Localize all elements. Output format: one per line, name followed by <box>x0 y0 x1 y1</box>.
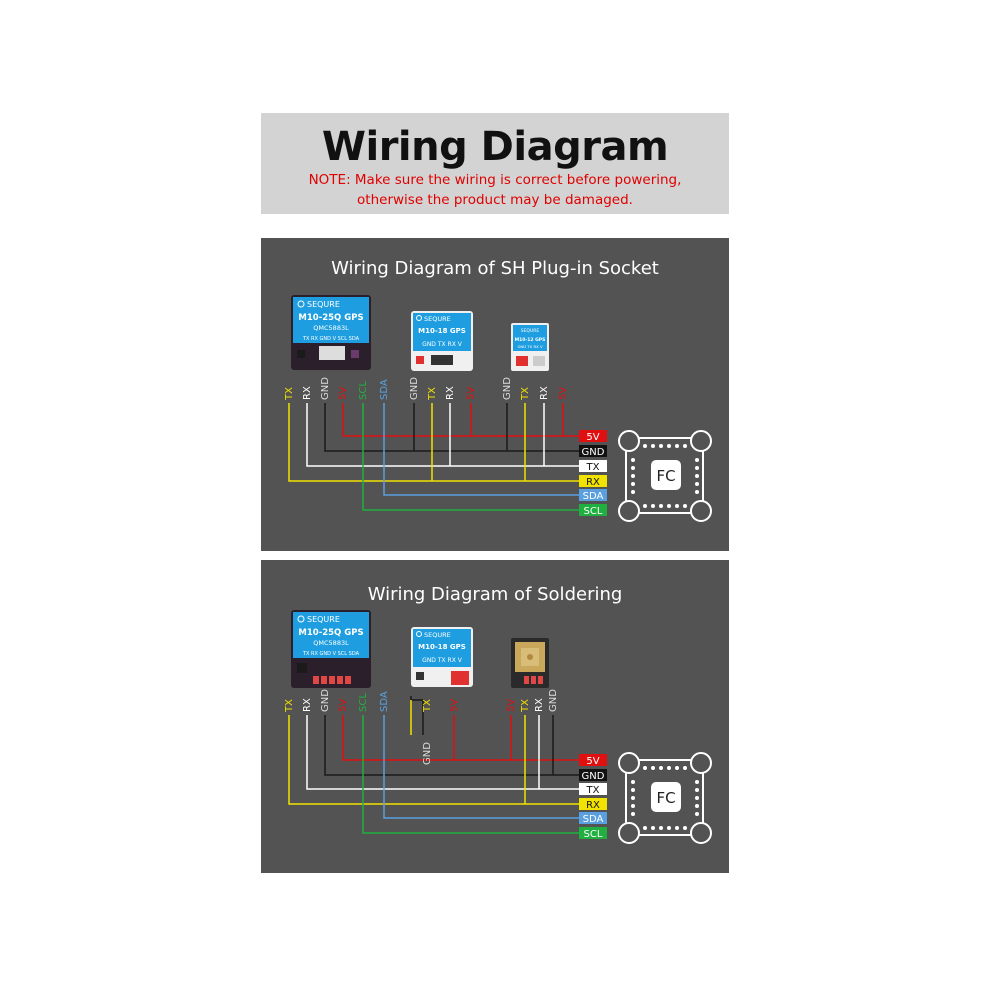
wire-label: SDA <box>379 691 390 712</box>
fc-pin-labels: 5V GND TX RX SDA SCL <box>579 754 607 840</box>
wire-label: TX <box>284 699 295 713</box>
wire-label: TX <box>520 699 531 713</box>
wire-label: 5V <box>506 699 517 712</box>
flight-controller-board: FC <box>618 430 712 522</box>
module-pin-labels: TX RX GND V SCL SDA <box>302 336 360 342</box>
module-name: M10-12 GPS <box>515 337 546 343</box>
wire-label: RX <box>539 386 550 400</box>
wire-label: SCL <box>358 381 369 400</box>
module-brand: SEQURE <box>307 615 340 624</box>
wire-labels: TX RX GND 5V SCL SDA GND TX RX 5V GND TX… <box>284 377 569 401</box>
wire-label: GND <box>320 689 331 712</box>
module-pin-labels: GND TX RX V <box>422 657 463 664</box>
wire-label: GND <box>409 377 420 400</box>
fc-pin-5v: 5V <box>586 756 599 767</box>
panel-title: Wiring Diagram of Soldering <box>367 584 623 605</box>
fc-pin-rx: RX <box>586 477 600 488</box>
wire-label: 5V <box>338 387 349 400</box>
module-name: M10-25Q GPS <box>298 313 363 323</box>
m10-12-module <box>511 638 549 688</box>
fc-pin-sda: SDA <box>583 814 604 825</box>
sh-plug-panel: Wiring Diagram of SH Plug-in Socket SEQU… <box>261 238 729 551</box>
m10-12-module: SEQURE M10-12 GPS GND TX RX V <box>511 323 549 371</box>
m10-18-module: SEQURE M10-18 GPS GND TX RX V <box>411 311 473 371</box>
wire-label: TX <box>427 387 438 401</box>
fc-pin-scl: SCL <box>584 506 603 517</box>
wires <box>288 403 579 511</box>
soldering-wiring-diagram: SEQURE M10-25Q GPS QMC5883L TX RX GND V … <box>284 610 712 844</box>
panel-title: Wiring Diagram of SH Plug-in Socket <box>331 258 659 279</box>
module-brand: SEQURE <box>307 300 340 309</box>
fc-pin-gnd: GND <box>582 771 605 782</box>
page-title: Wiring Diagram <box>321 124 669 170</box>
module-brand: SEQURE <box>521 328 540 334</box>
module-chip: QMC5883L <box>313 639 349 647</box>
wire-label: RX <box>445 386 456 400</box>
m10-25q-module: SEQURE M10-25Q GPS QMC5883L TX RX GND V … <box>291 295 371 370</box>
module-brand: SEQURE <box>424 631 451 639</box>
fc-pin-5v: 5V <box>586 432 599 443</box>
wire-label: 5V <box>449 699 460 712</box>
wire-label: TX <box>520 387 531 401</box>
m10-18-module: SEQURE M10-18 GPS GND TX RX V <box>411 627 473 687</box>
module-name: M10-18 GPS <box>418 643 466 651</box>
header-banner: Wiring Diagram NOTE: Make sure the wirin… <box>261 113 729 214</box>
soldering-panel: Wiring Diagram of Soldering SEQURE M10-2… <box>261 560 729 873</box>
module-name: M10-25Q GPS <box>298 628 363 638</box>
m10-25q-module: SEQURE M10-25Q GPS QMC5883L TX RX GND V … <box>291 610 371 688</box>
wire-label: RX <box>534 698 545 712</box>
fc-label: FC <box>656 467 675 485</box>
module-pin-labels: GND TX RX V <box>517 344 542 349</box>
module-pin-labels: GND TX RX V <box>422 341 463 348</box>
wire-labels: TX RX GND 5V SCL SDA GND TX 5V 5V TX RX … <box>284 689 559 765</box>
warning-note-line-2: otherwise the product may be damaged. <box>357 192 633 208</box>
flight-controller-board: FC <box>618 752 712 844</box>
wires <box>288 696 579 834</box>
wire-label: GND <box>548 689 559 712</box>
fc-pin-sda: SDA <box>583 491 604 502</box>
wire-label: RX <box>302 386 313 400</box>
wire-label: SCL <box>358 693 369 712</box>
fc-pin-tx: TX <box>586 785 600 796</box>
wire-label: TX <box>284 387 295 401</box>
wire-label: 5V <box>466 387 477 400</box>
wire-label: GND <box>320 377 331 400</box>
wire-label: 5V <box>338 699 349 712</box>
fc-pin-rx: RX <box>586 800 600 811</box>
wire-label: GND <box>422 742 433 765</box>
fc-pin-tx: TX <box>586 462 600 473</box>
wire-label: TX <box>422 699 433 713</box>
fc-pin-labels: 5V GND TX RX SDA SCL <box>579 430 607 517</box>
fc-pin-scl: SCL <box>584 829 603 840</box>
fc-pin-gnd: GND <box>582 447 605 458</box>
fc-label: FC <box>656 789 675 807</box>
warning-note-line-1: NOTE: Make sure the wiring is correct be… <box>308 172 682 188</box>
sh-plug-wiring-diagram: SEQURE M10-25Q GPS QMC5883L TX RX GND V … <box>284 295 712 522</box>
wire-label: 5V <box>558 387 569 400</box>
wire-label: SDA <box>379 379 390 400</box>
module-chip: QMC5883L <box>313 324 349 332</box>
module-brand: SEQURE <box>424 315 451 323</box>
wire-label: GND <box>502 377 513 400</box>
module-name: M10-18 GPS <box>418 327 466 335</box>
wire-label: RX <box>302 698 313 712</box>
module-pin-labels: TX RX GND V SCL SDA <box>302 651 360 657</box>
